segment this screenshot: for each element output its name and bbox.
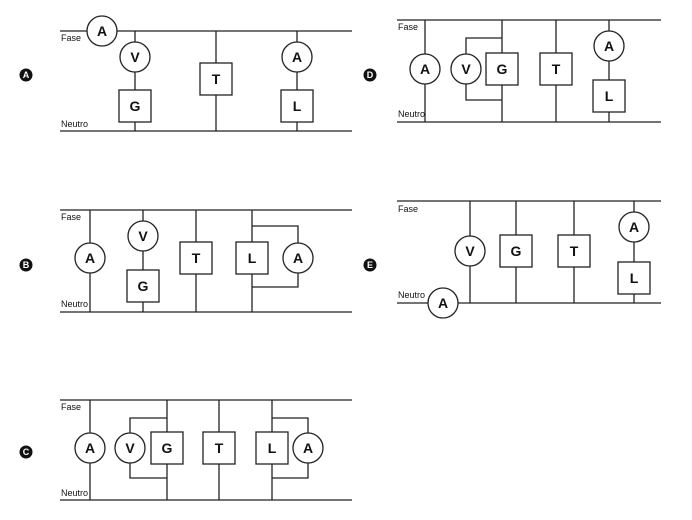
- option-d: D Fase Neutro A V G T A: [363, 19, 661, 123]
- svg-text:A: A: [85, 250, 95, 266]
- svg-text:T: T: [552, 61, 561, 77]
- svg-text:A: A: [303, 440, 313, 456]
- option-c-voltmeter: V: [114, 432, 146, 464]
- option-a: A Fase Neutro A V G T A L: [19, 15, 352, 132]
- svg-text:A: A: [604, 38, 614, 54]
- option-d-ammeter: A: [409, 53, 441, 85]
- option-d-phase-label: Fase: [398, 22, 418, 32]
- svg-text:G: G: [138, 278, 149, 294]
- svg-text:L: L: [248, 250, 257, 266]
- svg-text:L: L: [605, 88, 614, 104]
- svg-text:V: V: [138, 228, 148, 244]
- option-d-letter: D: [367, 70, 374, 80]
- option-c-ammeter: A: [74, 432, 106, 464]
- option-b: B Fase Neutro A V G T L: [19, 209, 352, 313]
- svg-text:A: A: [293, 250, 303, 266]
- svg-text:T: T: [192, 250, 201, 266]
- option-c-neutral-label: Neutro: [61, 488, 88, 498]
- option-a-ammeter-series: A: [86, 15, 118, 47]
- option-e-neutral-label: Neutro: [398, 290, 425, 300]
- option-e-badge: [363, 258, 377, 272]
- option-a-voltmeter: V: [119, 41, 151, 73]
- option-e-letter: E: [367, 260, 373, 270]
- option-e-lamp: L: [617, 261, 651, 295]
- option-d-tv: T: [539, 52, 573, 86]
- option-e: E Fase Neutro V G T A L A: [363, 200, 661, 319]
- option-c-ammeter-lamp: A: [292, 432, 324, 464]
- option-b-generator: G: [126, 269, 160, 303]
- option-b-badge: [19, 258, 33, 272]
- option-e-ammeter-series: A: [427, 287, 459, 319]
- svg-text:V: V: [130, 49, 140, 65]
- option-a-badge: [19, 68, 33, 82]
- option-a-letter: A: [23, 70, 30, 80]
- option-b-tv: T: [179, 241, 213, 275]
- svg-text:V: V: [461, 61, 471, 77]
- svg-text:G: G: [162, 440, 173, 456]
- option-b-letter: B: [23, 260, 30, 270]
- svg-text:G: G: [511, 243, 522, 259]
- option-c-generator: G: [150, 431, 184, 465]
- svg-text:A: A: [292, 49, 302, 65]
- option-b-ammeter: A: [74, 242, 106, 274]
- option-c-lamp: L: [255, 431, 289, 465]
- svg-text:G: G: [130, 98, 141, 114]
- svg-text:L: L: [268, 440, 277, 456]
- svg-text:A: A: [97, 23, 107, 39]
- svg-text:T: T: [212, 71, 221, 87]
- option-e-voltmeter: V: [454, 235, 486, 267]
- svg-text:A: A: [629, 219, 639, 235]
- option-e-ammeter-lamp: A: [618, 211, 650, 243]
- svg-text:A: A: [420, 61, 430, 77]
- option-c-phase-label: Fase: [61, 402, 81, 412]
- option-d-voltmeter: V: [450, 53, 482, 85]
- option-b-phase-label: Fase: [61, 212, 81, 222]
- option-d-lamp: L: [592, 79, 626, 113]
- option-b-lamp: L: [235, 241, 269, 275]
- svg-text:V: V: [465, 243, 475, 259]
- option-e-tv: T: [557, 234, 591, 268]
- svg-text:V: V: [125, 440, 135, 456]
- option-a-generator: G: [118, 89, 152, 123]
- svg-text:T: T: [215, 440, 224, 456]
- option-c-tv: T: [202, 431, 236, 465]
- svg-text:L: L: [293, 98, 302, 114]
- option-c-letter: C: [23, 447, 30, 457]
- option-d-generator: G: [485, 52, 519, 86]
- option-e-phase-label: Fase: [398, 204, 418, 214]
- option-a-neutral-label: Neutro: [61, 119, 88, 129]
- option-a-lamp: L: [280, 89, 314, 123]
- svg-text:A: A: [85, 440, 95, 456]
- option-c-badge: [19, 445, 33, 459]
- svg-text:T: T: [570, 243, 579, 259]
- svg-text:L: L: [630, 270, 639, 286]
- option-c: C Fase Neutro A V G T L: [19, 399, 352, 501]
- option-d-neutral-label: Neutro: [398, 109, 425, 119]
- option-a-tv: T: [199, 62, 233, 96]
- option-b-ammeter-lamp: A: [282, 242, 314, 274]
- svg-text:A: A: [438, 295, 448, 311]
- option-b-neutral-label: Neutro: [61, 299, 88, 309]
- option-d-badge: [363, 68, 377, 82]
- svg-text:G: G: [497, 61, 508, 77]
- option-d-ammeter-lamp: A: [593, 30, 625, 62]
- option-a-ammeter-lamp: A: [281, 41, 313, 73]
- option-e-generator: G: [499, 234, 533, 268]
- option-b-voltmeter: V: [127, 220, 159, 252]
- option-a-phase-label: Fase: [61, 33, 81, 43]
